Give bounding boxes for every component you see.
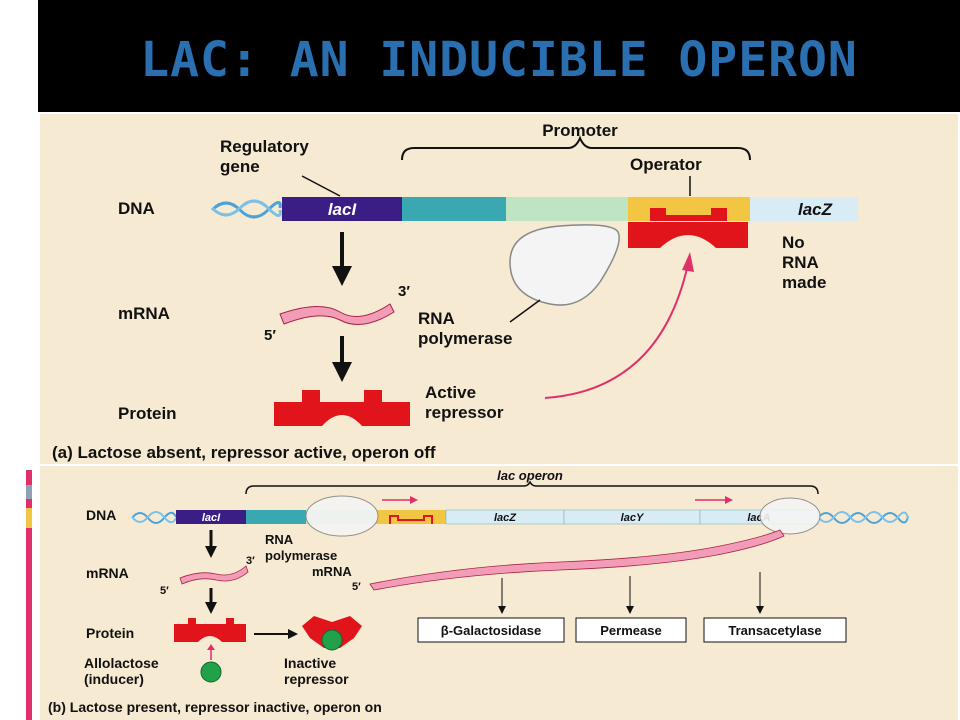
mrna-b-5prime-left: 5′ xyxy=(160,585,169,597)
mrna-strand-b-right xyxy=(369,529,785,591)
rna-polymerase-blob xyxy=(509,224,620,306)
lacI-gene-b xyxy=(176,510,246,524)
caption-b: (b) Lactose present, repressor inactive,… xyxy=(48,699,382,715)
lacZ-label-b: lacZ xyxy=(494,512,517,524)
lacY-label-b: lacY xyxy=(621,512,645,524)
mrna-strand-b-left xyxy=(179,565,249,585)
side-accent-bars xyxy=(26,470,32,720)
operator-b xyxy=(376,510,446,524)
lacZ-label: lacZ xyxy=(798,200,833,219)
operator-label: Operator xyxy=(630,155,702,174)
active-repressor-label-2: repressor xyxy=(425,403,504,422)
protein-label-b: Protein xyxy=(86,625,134,641)
enzyme-permease: Permease xyxy=(600,623,661,638)
regulatory-gene-label-1: Regulatory xyxy=(220,137,309,156)
inactive-repressor-label-2: repressor xyxy=(284,671,349,687)
promoter-segment-2 xyxy=(506,197,628,221)
repressor-protein xyxy=(274,390,410,426)
promoter-segment-1 xyxy=(402,197,506,221)
caption-a: (a) Lactose absent, repressor active, op… xyxy=(52,443,436,462)
mrna-5prime: 5′ xyxy=(264,327,276,344)
bound-inducer xyxy=(321,629,343,651)
enzyme-box-galactosidase xyxy=(417,617,565,643)
enzyme-transacetylase: Transacetylase xyxy=(728,623,821,638)
mrna-label-b-left: mRNA xyxy=(86,565,129,581)
mrna-b-3prime: 3′ xyxy=(246,555,255,567)
operator-site xyxy=(650,208,727,221)
panel-a-diagram: Promoter Regulatory gene Operator DNA la… xyxy=(52,121,858,462)
mrna-label-b-right: mRNA xyxy=(312,564,352,579)
rna-polymerase-b-label-2: polymerase xyxy=(265,548,337,563)
no-rna-label-2: RNA xyxy=(782,253,819,272)
allolactose-inducer xyxy=(200,661,222,683)
inactive-repressor-label-1: Inactive xyxy=(284,655,336,671)
dna-label-b: DNA xyxy=(86,507,116,523)
enzyme-box-transacetylase xyxy=(703,617,847,643)
dna-label: DNA xyxy=(118,199,155,218)
repressor-binding-arrow xyxy=(544,263,689,399)
arrow-to-protein-icon xyxy=(332,362,352,382)
dna-helix-left xyxy=(210,201,282,219)
no-rna-label-3: made xyxy=(782,273,826,292)
lac-operon-label: lac operon xyxy=(497,468,563,483)
active-repressor-label-1: Active xyxy=(425,383,476,402)
rna-polymerase-b2 xyxy=(759,497,821,535)
protein-label: Protein xyxy=(118,404,177,423)
panel-lactose-present: lac operon DNA lacI lacZ lacY lacA RNA p… xyxy=(40,466,958,720)
lacI-gene xyxy=(282,197,402,221)
enzyme-galactosidase: β-Galactosidase xyxy=(441,623,541,638)
regulatory-gene-pointer xyxy=(301,175,341,197)
regulatory-gene-label-2: gene xyxy=(220,157,260,176)
mrna-strand xyxy=(279,303,395,325)
promoter-label: Promoter xyxy=(542,121,618,140)
arrow-to-mrna-icon xyxy=(332,266,352,286)
promoter-bracket xyxy=(401,135,751,161)
allolactose-label-2: (inducer) xyxy=(84,671,144,687)
promoter-b-1 xyxy=(246,510,306,524)
rna-polymerase-b1 xyxy=(305,495,379,537)
bound-repressor xyxy=(628,222,748,248)
panel-b-diagram: lac operon DNA lacI lacZ lacY lacA RNA p… xyxy=(48,468,909,715)
lacI-label-b: lacI xyxy=(202,512,221,524)
no-rna-label-1: No xyxy=(782,233,805,252)
lacI-label: lacI xyxy=(328,200,358,219)
allolactose-label-1: Allolactose xyxy=(84,655,159,671)
lacZ-gene xyxy=(750,197,858,221)
rna-polymerase-label-2: polymerase xyxy=(418,329,513,348)
slide-title: Lac: An Inducible Operon xyxy=(140,32,858,88)
active-repressor-b xyxy=(174,618,246,642)
panel-lactose-absent: Promoter Regulatory gene Operator DNA la… xyxy=(40,114,958,464)
rna-polymerase-label-1: RNA xyxy=(418,309,455,328)
enzyme-box-permease xyxy=(575,617,687,643)
mrna-3prime: 3′ xyxy=(398,283,410,300)
lac-operon-bracket xyxy=(245,480,819,495)
mrna-b-5prime-right: 5′ xyxy=(352,581,361,593)
mrna-label: mRNA xyxy=(118,304,170,323)
decorative-bars-icon xyxy=(22,40,37,110)
title-bar: Lac: An Inducible Operon xyxy=(38,0,960,112)
rna-polymerase-b-label-1: RNA xyxy=(265,532,294,547)
